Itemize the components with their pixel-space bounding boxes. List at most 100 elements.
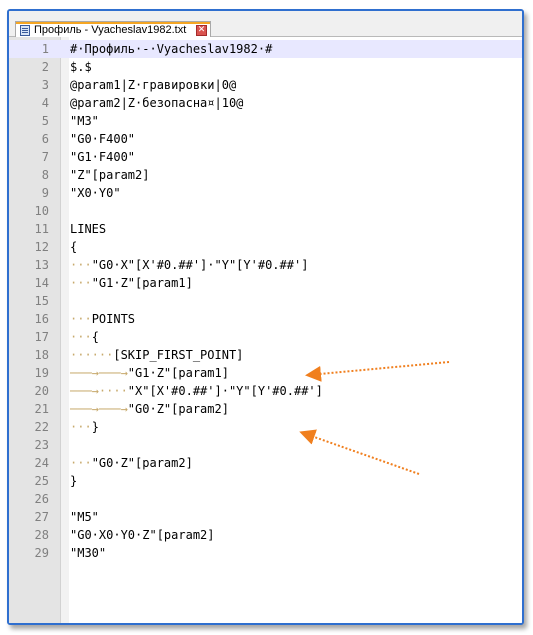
code-line[interactable]: 7 "G1·F400" bbox=[9, 148, 522, 166]
code-text: "G0·Z"[param2] bbox=[127, 402, 229, 416]
line-code: $.$ bbox=[70, 58, 92, 76]
code-line[interactable]: 1#·Профиль·-·Vyacheslav1982·# bbox=[9, 40, 522, 58]
code-line[interactable]: 17 ···{ bbox=[9, 328, 522, 346]
line-number: 3 bbox=[41, 78, 49, 92]
line-number: 16 bbox=[34, 312, 49, 326]
line-number: 5 bbox=[41, 114, 49, 128]
code-line[interactable]: 20 ───→····"X"[X'#0.##']·"Y"[Y'#0.##'] bbox=[9, 382, 522, 400]
line-number: 25 bbox=[34, 474, 49, 488]
code-line[interactable]: 28"G0·X0·Y0·Z"[param2] bbox=[9, 526, 522, 544]
code-line[interactable]: 5"M3" bbox=[9, 112, 522, 130]
whitespace-marker: ······ bbox=[70, 348, 114, 362]
whitespace-marker: ··· bbox=[70, 330, 92, 344]
line-number: 23 bbox=[34, 438, 49, 452]
line-code: } bbox=[70, 472, 77, 490]
code-text: @param1|Z·гравировки|0@ bbox=[70, 78, 237, 92]
line-code: ───→───→"G0·Z"[param2] bbox=[70, 400, 229, 418]
code-line[interactable]: 13···"G0·X"[X'#0.##']·"Y"[Y'#0.##'] bbox=[9, 256, 522, 274]
code-text: POINTS bbox=[91, 312, 136, 326]
code-line[interactable]: 6 "G0·F400" bbox=[9, 130, 522, 148]
code-line[interactable]: 24 ···"G0·Z"[param2] bbox=[9, 454, 522, 472]
line-code: "M30" bbox=[70, 544, 106, 562]
line-number: 28 bbox=[34, 528, 49, 542]
line-code: ···{ bbox=[70, 328, 99, 346]
code-editor[interactable]: 1#·Профиль·-·Vyacheslav1982·# 2 $.$ 3 @param… bbox=[9, 37, 522, 623]
line-number: 12 bbox=[34, 240, 49, 254]
code-line[interactable]: 4 @param2|Z·безопасна¤|10@ bbox=[9, 94, 522, 112]
line-code: "Z"[param2] bbox=[70, 166, 149, 184]
line-number: 9 bbox=[41, 186, 49, 200]
line-code: ···"G0·Z"[param2] bbox=[70, 454, 193, 472]
code-line[interactable]: 9 "X0·Y0" bbox=[9, 184, 522, 202]
line-code: ······[SKIP_FIRST_POINT] bbox=[70, 346, 243, 364]
line-number: 7 bbox=[41, 150, 49, 164]
line-number: 24 bbox=[34, 456, 49, 470]
code-text: "G1·Z"[param1] bbox=[91, 276, 193, 290]
line-number: 27 bbox=[34, 510, 49, 524]
code-text: "M5" bbox=[70, 510, 99, 524]
line-code: "G1·F400" bbox=[70, 148, 135, 166]
line-number: 21 bbox=[34, 402, 49, 416]
code-line[interactable]: 27 "M5" bbox=[9, 508, 522, 526]
code-text: "G0·F400" bbox=[70, 132, 136, 146]
line-number: 11 bbox=[34, 222, 49, 236]
code-line[interactable]: 3 @param1|Z·гравировки|0@ bbox=[9, 76, 522, 94]
code-line[interactable]: 8"Z"[param2] bbox=[9, 166, 522, 184]
file-icon bbox=[20, 25, 30, 36]
line-code: "M5" bbox=[70, 508, 99, 526]
code-line[interactable]: 21 ───→───→"G0·Z"[param2] bbox=[9, 400, 522, 418]
tab-active-indicator bbox=[16, 22, 210, 24]
line-number: 2 bbox=[41, 60, 49, 74]
whitespace-marker: ··· bbox=[70, 258, 92, 272]
code-text: "G0·Z"[param2] bbox=[91, 456, 193, 470]
code-text: { bbox=[70, 240, 78, 254]
code-line[interactable]: 22···} bbox=[9, 418, 522, 436]
code-text: @param2|Z·безопасна¤|10@ bbox=[70, 96, 244, 110]
line-number: 1 bbox=[41, 42, 49, 56]
line-number-gutter bbox=[9, 37, 61, 623]
code-line[interactable]: 23 bbox=[9, 436, 522, 454]
line-number: 26 bbox=[34, 492, 49, 506]
whitespace-marker: ··· bbox=[70, 276, 92, 290]
code-line[interactable]: 2 $.$ bbox=[9, 58, 522, 76]
line-number: 10 bbox=[34, 204, 49, 218]
line-code: ───→····"X"[X'#0.##']·"Y"[Y'#0.##'] bbox=[70, 382, 323, 400]
code-line[interactable]: 26 bbox=[9, 490, 522, 508]
code-line[interactable]: 15 bbox=[9, 292, 522, 310]
code-line[interactable]: 25} bbox=[9, 472, 522, 490]
line-number: 17 bbox=[34, 330, 49, 344]
whitespace-marker: ··· bbox=[70, 420, 92, 434]
editor-window: Профиль - Vyacheslav1982.txt ✕ 1#·Профил… bbox=[7, 9, 524, 625]
tab-profile-file[interactable]: Профиль - Vyacheslav1982.txt ✕ bbox=[15, 21, 211, 38]
tab-bar: Профиль - Vyacheslav1982.txt ✕ bbox=[9, 11, 522, 38]
code-line[interactable]: 12 { bbox=[9, 238, 522, 256]
code-line[interactable]: 16 ···POINTS bbox=[9, 310, 522, 328]
close-icon[interactable]: ✕ bbox=[196, 25, 207, 36]
code-line[interactable]: 29"M30" bbox=[9, 544, 522, 562]
code-line[interactable]: 19───→───→"G1·Z"[param1] bbox=[9, 364, 522, 382]
annotation-arrow-g0-z bbox=[299, 429, 420, 475]
code-text: "X"[X'#0.##']·"Y"[Y'#0.##'] bbox=[127, 384, 323, 398]
line-number: 18 bbox=[34, 348, 49, 362]
line-number: 6 bbox=[41, 132, 49, 146]
code-line[interactable]: 10 bbox=[9, 202, 522, 220]
line-code: ···POINTS bbox=[70, 310, 135, 328]
line-code: { bbox=[70, 238, 77, 256]
code-text: "Z"[param2] bbox=[70, 168, 150, 182]
line-number: 19 bbox=[34, 366, 49, 380]
code-line[interactable]: 14 ···"G1·Z"[param1] bbox=[9, 274, 522, 292]
line-number: 20 bbox=[34, 384, 49, 398]
line-code: "X0·Y0" bbox=[70, 184, 121, 202]
fold-margin bbox=[61, 37, 69, 623]
code-text: { bbox=[91, 330, 99, 344]
whitespace-marker: ───→···· bbox=[70, 384, 128, 398]
code-text: [SKIP_FIRST_POINT] bbox=[113, 348, 244, 362]
line-number: 4 bbox=[41, 96, 49, 110]
code-text: } bbox=[70, 474, 78, 488]
code-line[interactable]: 18 ······[SKIP_FIRST_POINT] bbox=[9, 346, 522, 364]
line-number: 14 bbox=[34, 276, 49, 290]
code-text: $.$ bbox=[70, 60, 92, 74]
whitespace-marker: ··· bbox=[70, 456, 92, 470]
line-code: ···"G1·Z"[param1] bbox=[70, 274, 193, 292]
